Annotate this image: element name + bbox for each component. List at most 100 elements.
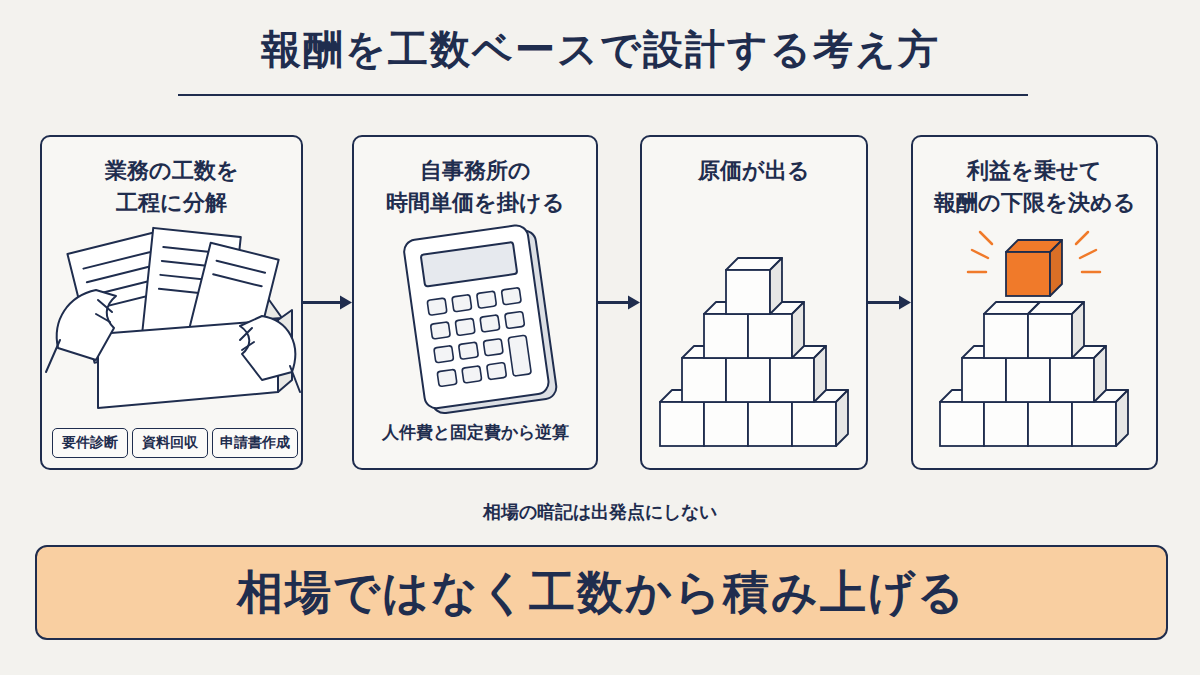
illustration-part [508, 335, 531, 376]
node-body-text: 人件費と固定費から逆算 [354, 421, 596, 444]
flow-arrow [598, 296, 640, 310]
arrow-head [899, 296, 911, 310]
illustration-part [90, 281, 148, 296]
arrow-head [628, 296, 640, 310]
illustration-part [505, 311, 525, 328]
illustration-part [748, 302, 804, 358]
conclusion-band: 相場ではなく工数から積み上げる [35, 545, 1168, 640]
step-tag: 資料回収 [132, 428, 208, 458]
illustration-part [1006, 346, 1062, 402]
illustration-part [480, 315, 500, 332]
node-text: 資料回収 [142, 434, 198, 452]
illustration-part [660, 390, 716, 446]
illustration-part [410, 229, 557, 415]
illustration-part [792, 390, 848, 446]
process-box: 自事務所の 時間単価を掛ける人件費と固定費から逆算 [352, 135, 598, 470]
node-text: 原価が出る [644, 155, 864, 187]
illustration-part [189, 243, 279, 347]
illustration-part [748, 390, 804, 446]
illustration-part [770, 346, 826, 402]
illustration-part [1076, 232, 1088, 244]
arrow-line [868, 301, 903, 304]
illustration-part [434, 346, 454, 363]
illustration-part [290, 366, 300, 392]
illustration-part [483, 339, 503, 356]
illustration-part [240, 328, 252, 340]
documents-illustration [46, 228, 300, 408]
illustration-part [189, 243, 279, 347]
illustration-part [240, 316, 295, 380]
step-tag: 申請書作成 [212, 428, 298, 458]
illustration-part [452, 295, 472, 312]
arrow-line [598, 301, 632, 304]
cost-cube-pyramid [660, 258, 848, 446]
calculator-illustration [403, 223, 558, 416]
illustration-part [96, 314, 110, 322]
profit-cube-pyramid [940, 232, 1128, 446]
illustration-part [142, 228, 241, 349]
illustration-part [704, 302, 760, 358]
illustration-part [1050, 346, 1106, 402]
illustration-part [159, 289, 223, 296]
illustration-part [1028, 390, 1084, 446]
title-underline [178, 94, 1028, 96]
illustration-part [94, 293, 160, 309]
note-label: 相場の暗記は出発点にしない [0, 500, 1200, 524]
node-text: 自事務所の 時間単価を掛ける [365, 155, 585, 219]
illustration-part [213, 274, 262, 286]
illustration-part [501, 288, 521, 305]
illustration-part [726, 346, 782, 402]
node-text: 申請書作成 [220, 434, 290, 452]
illustration-part [46, 340, 60, 372]
illustration-part [940, 390, 996, 446]
illustration-part [1080, 250, 1096, 258]
illustration-part [984, 390, 1040, 446]
illustration-part [962, 346, 1018, 402]
illustration-part [427, 288, 531, 387]
illustration-part [403, 224, 550, 410]
illustration-part [1082, 271, 1100, 274]
flow-arrow [303, 296, 352, 310]
illustration-part [437, 369, 457, 386]
illustration-part [87, 266, 153, 282]
arrow-line [303, 301, 344, 304]
step-tag: 要件診断 [52, 428, 128, 458]
illustration-part [98, 300, 112, 312]
illustration-part [105, 290, 282, 330]
illustration-part [968, 271, 986, 274]
illustration-part [459, 342, 479, 359]
illustration-part [980, 232, 992, 244]
process-box: 利益を乗せて 報酬の下限を決める [911, 135, 1158, 470]
illustration-part [160, 275, 214, 281]
illustration-part [142, 228, 241, 349]
illustration-part [682, 346, 738, 402]
illustration-part [98, 320, 278, 408]
illustration-part [242, 342, 254, 350]
illustration-part [278, 310, 292, 392]
illustration-part [162, 261, 226, 268]
illustration-part [1006, 240, 1062, 296]
illustration-part [704, 390, 760, 446]
illustration-part [67, 232, 183, 363]
illustration-part [57, 290, 116, 360]
illustration-part [462, 366, 482, 383]
illustration-part [455, 318, 475, 335]
illustration-part [163, 247, 227, 254]
illustration-part [972, 250, 988, 258]
illustration-part [83, 252, 149, 268]
illustration-part [67, 232, 183, 363]
node-text: 相場ではなく工数から積み上げる [237, 562, 966, 624]
illustration-part [477, 291, 497, 308]
arrow-head [340, 296, 352, 310]
process-box: 業務の工数を 工程に分解要件診断資料回収 申請書作成 [40, 135, 303, 470]
node-text: 業務の工数を 工程に分解 [62, 155, 282, 219]
illustration-part [487, 362, 507, 379]
illustration-part [984, 302, 1040, 358]
illustration-part [726, 258, 782, 314]
illustration-part [968, 232, 1100, 272]
illustration-part [427, 298, 447, 315]
node-text: 利益を乗せて 報酬の下限を決める [925, 155, 1145, 219]
